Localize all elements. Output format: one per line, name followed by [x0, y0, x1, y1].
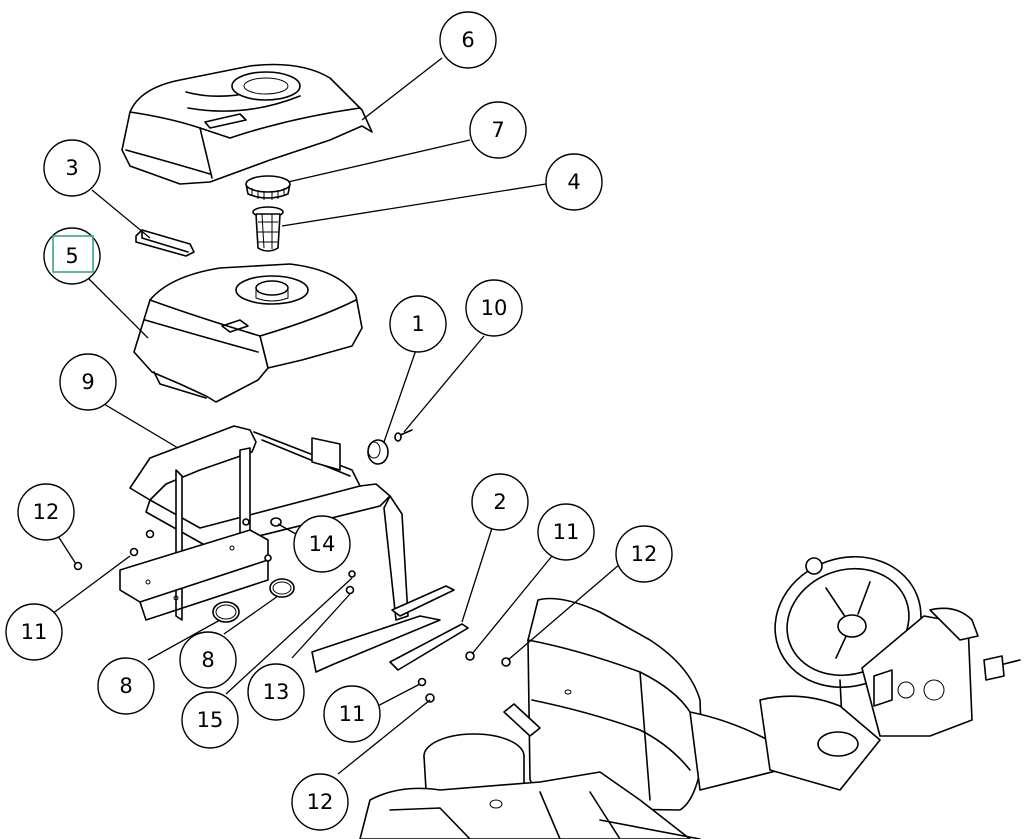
svg-text:15: 15: [197, 708, 224, 732]
part-2-side-brackets[interactable]: [389, 585, 469, 671]
leader-lines: [51, 57, 621, 775]
callout-3[interactable]: 3: [43, 139, 101, 197]
callout-14[interactable]: 14: [293, 515, 351, 573]
svg-text:11: 11: [553, 520, 580, 544]
callout-11-right[interactable]: 11: [537, 503, 595, 561]
callout-7[interactable]: 7: [469, 101, 527, 159]
svg-text:7: 7: [491, 118, 504, 142]
svg-text:1: 1: [411, 312, 424, 336]
callout-12-left[interactable]: 12: [17, 483, 75, 541]
part-1-grommet[interactable]: [367, 439, 389, 465]
part-10-screw[interactable]: [394, 429, 413, 442]
svg-text:2: 2: [493, 490, 506, 514]
callout-9[interactable]: 9: [59, 353, 117, 411]
seat[interactable]: [527, 597, 781, 811]
svg-text:12: 12: [33, 500, 60, 524]
callout-1[interactable]: 1: [389, 295, 447, 353]
part-8-ring-a[interactable]: [212, 601, 240, 623]
svg-text:10: 10: [481, 296, 508, 320]
svg-text:9: 9: [81, 370, 94, 394]
svg-text:8: 8: [201, 648, 214, 672]
svg-text:12: 12: [307, 790, 334, 814]
selection-box: [52, 235, 94, 273]
callout-8-left[interactable]: 8: [97, 657, 155, 715]
callout-12-bottom[interactable]: 12: [291, 773, 349, 831]
part-9-frame[interactable]: [119, 425, 441, 673]
callout-10[interactable]: 10: [465, 279, 523, 337]
svg-text:14: 14: [309, 532, 336, 556]
callout-11-left[interactable]: 11: [5, 603, 63, 661]
tractor-body: [503, 607, 1021, 791]
svg-text:12: 12: [631, 542, 658, 566]
callout-15[interactable]: 15: [181, 691, 239, 749]
fasteners: [73, 518, 511, 703]
part-5-fuel-tank[interactable]: [133, 263, 363, 403]
svg-text:11: 11: [339, 702, 366, 726]
svg-text:3: 3: [65, 156, 78, 180]
part-8-ring-b[interactable]: [269, 578, 295, 598]
svg-text:11: 11: [21, 620, 48, 644]
svg-text:5: 5: [65, 244, 78, 268]
callout-12-right[interactable]: 12: [615, 525, 673, 583]
part-6-tank-cover[interactable]: [121, 63, 373, 185]
part-4-strainer[interactable]: [252, 206, 284, 252]
engine: [359, 733, 701, 839]
callout-5[interactable]: 5: [43, 227, 101, 285]
svg-text:6: 6: [461, 28, 474, 52]
svg-text:13: 13: [263, 680, 290, 704]
callout-13[interactable]: 13: [247, 663, 305, 721]
part-3-bracket[interactable]: [135, 229, 195, 257]
callout-2[interactable]: 2: [471, 473, 529, 531]
svg-text:4: 4: [567, 170, 580, 194]
callout-11-bottom[interactable]: 11: [323, 685, 381, 743]
part-7-fuel-cap[interactable]: [245, 175, 291, 200]
callout-8-right[interactable]: 8: [179, 631, 237, 689]
callout-4[interactable]: 4: [545, 153, 603, 211]
svg-text:8: 8: [119, 674, 132, 698]
callout-6[interactable]: 6: [439, 11, 497, 69]
